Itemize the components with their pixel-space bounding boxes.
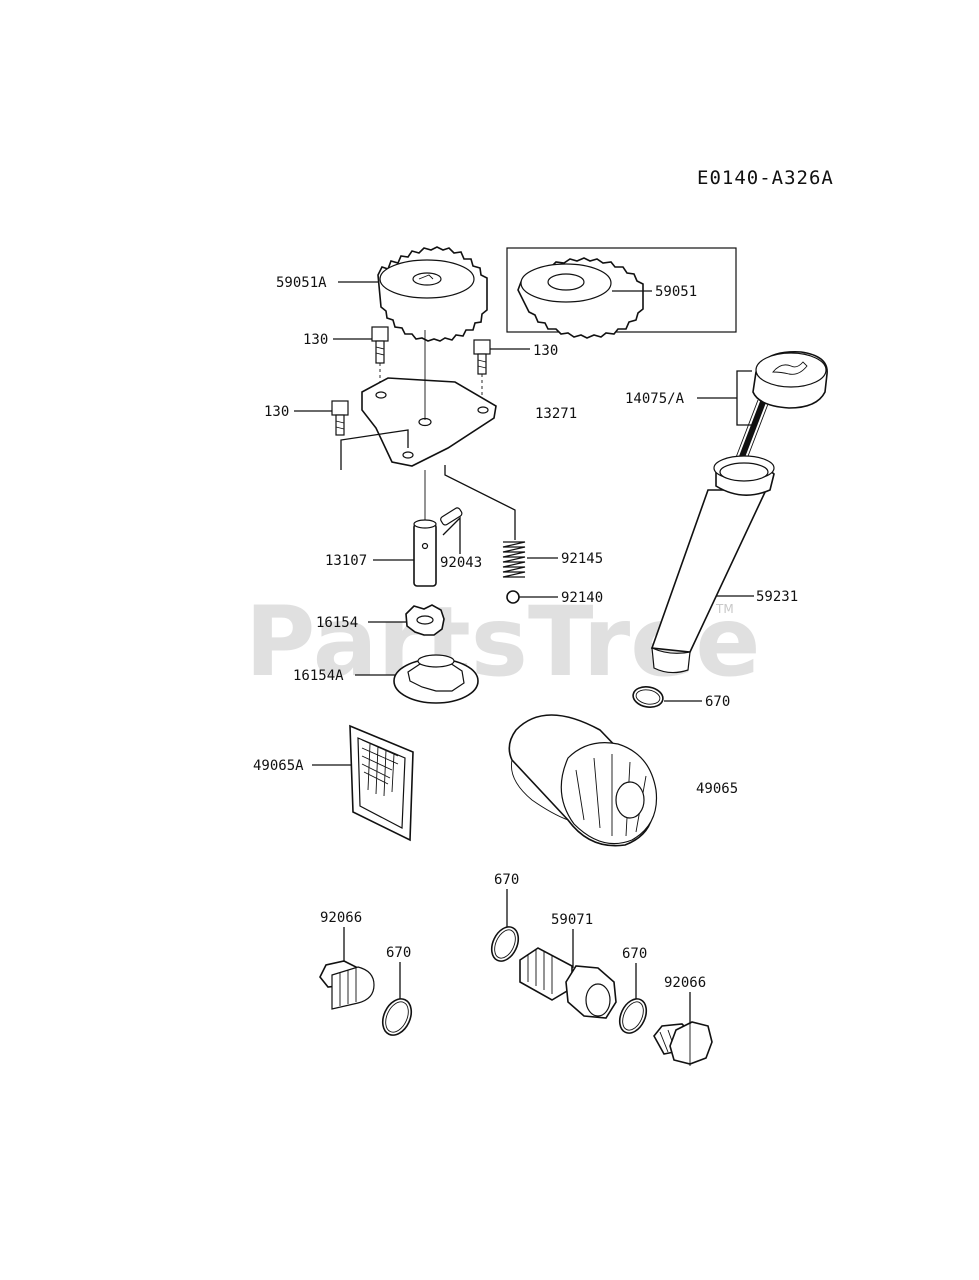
- label-59051a: 59051A: [276, 275, 327, 291]
- label-59071: 59071: [551, 912, 593, 928]
- label-16154a: 16154A: [293, 668, 344, 684]
- watermark-trademark: TM: [715, 602, 734, 616]
- fitting-59071[interactable]: [519, 947, 617, 1019]
- inner-rotor-16154[interactable]: [405, 604, 445, 636]
- shaft-13107[interactable]: [413, 519, 437, 587]
- drain-plug-92066-left[interactable]: [319, 960, 375, 1010]
- label-59051: 59051: [655, 284, 697, 300]
- label-14075a: 14075/A: [625, 391, 685, 407]
- label-92066-a: 92066: [320, 910, 362, 926]
- oil-filter-49065[interactable]: [508, 714, 658, 847]
- label-92145: 92145: [561, 551, 603, 567]
- filler-tube-59231[interactable]: [650, 455, 775, 674]
- label-130-c: 130: [264, 404, 289, 420]
- label-59231: 59231: [756, 589, 798, 605]
- ball-92140[interactable]: [506, 590, 520, 604]
- gear-59051[interactable]: [517, 257, 644, 339]
- pump-cover-13271[interactable]: [361, 377, 497, 467]
- label-670-d: 670: [622, 946, 647, 962]
- outer-rotor-16154a[interactable]: [393, 654, 479, 704]
- label-13271: 13271: [535, 406, 577, 422]
- label-92043: 92043: [440, 555, 482, 571]
- drain-plug-92066-right[interactable]: [653, 1021, 713, 1066]
- bolt-130-c[interactable]: [331, 400, 349, 436]
- diagram-code: E0140-A326A: [697, 167, 834, 189]
- label-49065: 49065: [696, 781, 738, 797]
- alternate-part-box: [506, 247, 737, 333]
- label-670-a: 670: [705, 694, 730, 710]
- o-ring-670-mid[interactable]: [487, 923, 524, 966]
- o-ring-670-left[interactable]: [377, 994, 417, 1039]
- label-49065a: 49065A: [253, 758, 304, 774]
- label-92140: 92140: [561, 590, 603, 606]
- o-ring-670-right[interactable]: [615, 995, 652, 1038]
- bolt-130-b[interactable]: [473, 339, 491, 375]
- pin-92043[interactable]: [440, 507, 463, 526]
- label-130-a: 130: [303, 332, 328, 348]
- label-92066-b: 92066: [664, 975, 706, 991]
- gear-59051a[interactable]: [377, 246, 488, 342]
- label-13107: 13107: [325, 553, 367, 569]
- label-670-c: 670: [494, 872, 519, 888]
- label-670-b: 670: [386, 945, 411, 961]
- label-130-b: 130: [533, 343, 558, 359]
- spring-92145[interactable]: [502, 541, 526, 578]
- oil-strainer-49065a[interactable]: [349, 724, 414, 842]
- bolt-130-a[interactable]: [371, 326, 389, 364]
- dipstick-cap-14075a[interactable]: [734, 351, 828, 465]
- label-16154: 16154: [316, 615, 358, 631]
